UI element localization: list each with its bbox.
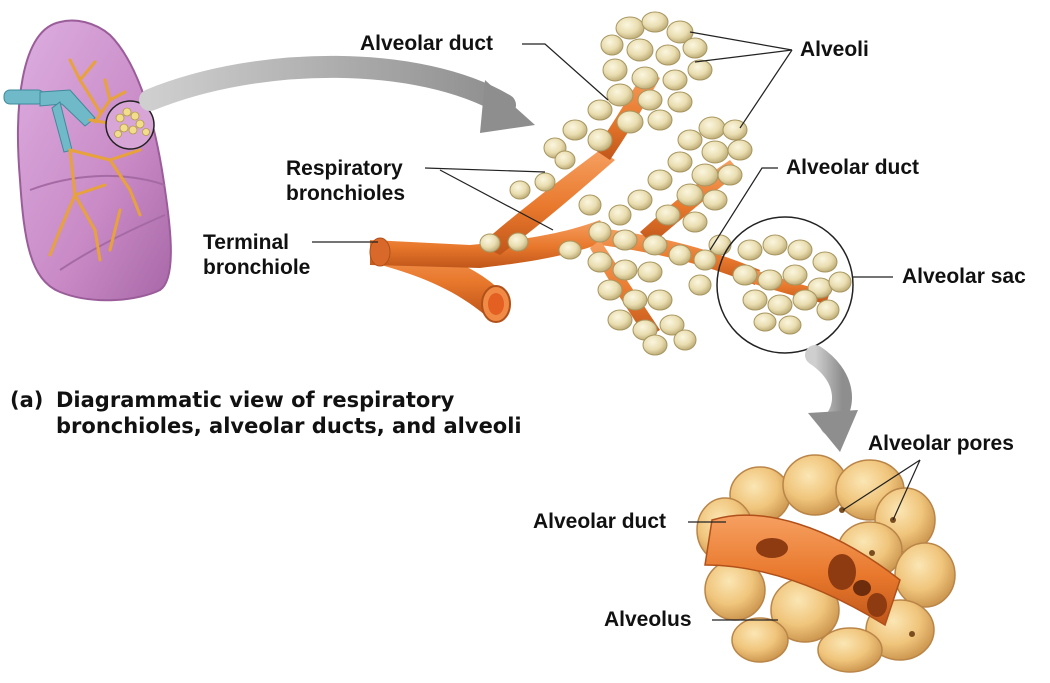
alveolus-small	[699, 117, 725, 139]
alveolus-small	[669, 245, 691, 265]
alveolus-small	[754, 313, 776, 331]
leader-alveolar-duct-top	[522, 44, 608, 100]
alveolus-small	[768, 295, 792, 315]
alveoli-cluster	[480, 12, 851, 355]
alveolus-small	[648, 170, 672, 190]
alveolus-small	[793, 290, 817, 310]
alveolus-small	[638, 90, 662, 110]
alveolus-small	[555, 151, 575, 169]
alveolus-small	[603, 59, 627, 81]
alveolus-small	[623, 290, 647, 310]
alveolus-small	[829, 272, 851, 292]
alveolus-small	[480, 234, 500, 252]
alveolus-small	[656, 45, 680, 65]
alveolus-small	[559, 241, 581, 259]
alveolus-small	[609, 205, 631, 225]
label-terminal-bronchiole-1: Terminal	[203, 231, 289, 255]
alveolar-sac-magnified	[697, 455, 955, 672]
alveolus-small	[728, 140, 752, 160]
label-alveolar-duct-top: Alveolar duct	[360, 32, 493, 56]
figure-caption: (a)Diagrammatic view of respiratory bron…	[10, 387, 522, 439]
magnify-arrow-bottom	[808, 355, 858, 452]
label-respiratory-bronchioles-2: bronchioles	[286, 182, 405, 206]
alveolus-small	[683, 38, 707, 58]
alveolus-small	[677, 184, 703, 206]
alveolus-small	[638, 262, 662, 282]
caption-id: (a)	[10, 387, 56, 413]
label-respiratory-bronchioles-1: Respiratory	[286, 157, 403, 181]
alveolus-large	[732, 618, 788, 662]
alveolus-small	[738, 240, 762, 260]
alveolus-small	[788, 240, 812, 260]
alveolus-large	[895, 543, 955, 607]
alveolus-small	[656, 205, 680, 225]
leader-alveoli-2	[695, 50, 792, 62]
alveolus-small	[588, 129, 612, 151]
alveolus-small	[688, 60, 712, 80]
alveolus-small	[668, 92, 692, 112]
alveolus-small	[510, 181, 530, 199]
alveolus-small	[535, 173, 555, 191]
alveolus-small	[598, 280, 622, 300]
magnify-arrow-top	[150, 67, 535, 133]
alveolus-small	[589, 222, 611, 242]
alveolus-small	[663, 70, 687, 90]
alveolus-small	[643, 235, 667, 255]
label-alveolar-pores: Alveolar pores	[868, 432, 1014, 456]
alveolus-small	[692, 164, 718, 186]
alveolus-small	[601, 35, 623, 55]
caption-line-1: Diagrammatic view of respiratory	[56, 388, 454, 412]
label-alveolar-sac: Alveolar sac	[902, 265, 1026, 289]
label-alveolus: Alveolus	[604, 608, 692, 632]
label-alveolar-duct-bottom: Alveolar duct	[533, 510, 666, 534]
alveolus-small	[743, 290, 767, 310]
alveolus-small	[733, 265, 757, 285]
leader-alveoli-3	[740, 50, 792, 128]
alveolus-small	[674, 330, 696, 350]
alveolus-small	[702, 141, 728, 163]
alveolus-small	[648, 290, 672, 310]
alveolus-small	[678, 130, 702, 150]
alveolus-small	[613, 260, 637, 280]
alveolus-small	[668, 152, 692, 172]
alveolus-small	[627, 39, 653, 61]
alveolus-small	[579, 195, 601, 215]
alveolus-small	[763, 235, 787, 255]
alveolus-small	[613, 230, 637, 250]
alveolus-small	[718, 165, 742, 185]
alveolus-small	[779, 316, 801, 334]
alveolus-small	[588, 252, 612, 272]
alveolus-small	[703, 190, 727, 210]
alveolus-small	[608, 310, 632, 330]
label-alveolar-duct-mid: Alveolar duct	[786, 156, 919, 180]
bronchiole-tree	[370, 12, 853, 355]
alveolus-small	[758, 270, 782, 290]
alveolus-small	[563, 120, 587, 140]
alveolus-small	[616, 17, 644, 39]
alveolus-small	[817, 300, 839, 320]
alveolus-small	[588, 100, 612, 120]
alveolus-large	[818, 628, 882, 672]
label-alveoli: Alveoli	[800, 38, 869, 62]
alveolus-small	[632, 67, 658, 89]
label-terminal-bronchiole-2: bronchiole	[203, 256, 310, 280]
alveolus-small	[607, 84, 633, 106]
alveolus-small	[783, 265, 807, 285]
alveolus-small	[813, 252, 837, 272]
alveolus-small	[508, 233, 528, 251]
alveolus-small	[709, 235, 731, 255]
alveolus-small	[683, 212, 707, 232]
alveolus-small	[643, 335, 667, 355]
alveolus-small	[628, 190, 652, 210]
lung-illustration	[4, 21, 171, 301]
caption-line-2: bronchioles, alveolar ducts, and alveoli	[10, 413, 522, 439]
alveolus-small	[617, 111, 643, 133]
alveolus-small	[648, 110, 672, 130]
alveolus-small	[642, 12, 668, 32]
alveolus-small	[689, 275, 711, 295]
